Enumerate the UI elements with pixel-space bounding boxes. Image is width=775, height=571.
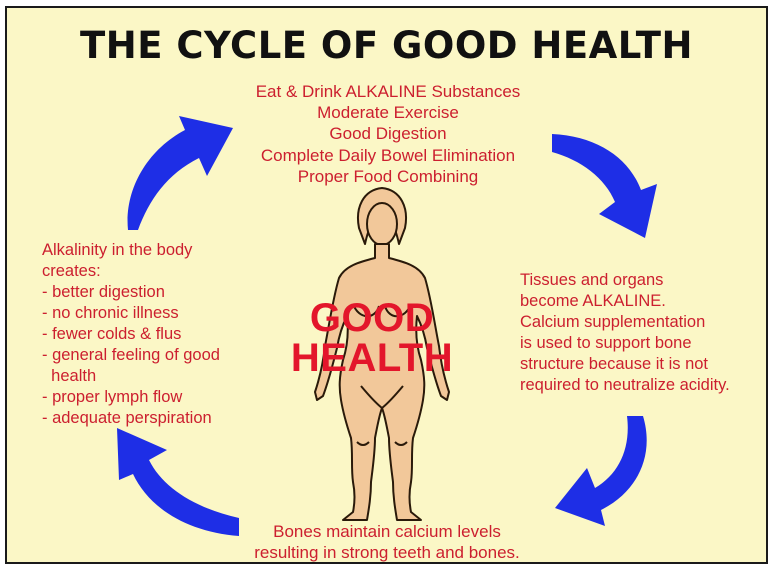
center-label-good: GOOD <box>262 298 482 338</box>
bottom-bones-text: Bones maintain calcium levels resulting … <box>197 522 577 563</box>
habit-item: Proper Food Combining <box>188 166 588 187</box>
top-healthy-habits: Eat & Drink ALKALINE Substances Moderate… <box>188 81 588 187</box>
cycle-arrow-icon-bottom-left <box>117 428 239 536</box>
tissues-line: structure because it is not <box>520 354 768 375</box>
benefits-line: - general feeling of good <box>42 345 272 366</box>
tissues-line: Calcium supplementation <box>520 312 768 333</box>
right-tissues-text: Tissues and organs become ALKALINE. Calc… <box>520 270 768 396</box>
benefits-line: health <box>42 366 272 387</box>
tissues-line: Tissues and organs <box>520 270 768 291</box>
page-title: THE CYCLE OF GOOD HEALTH <box>7 24 766 67</box>
habit-item: Good Digestion <box>188 123 588 144</box>
benefits-line: - proper lymph flow <box>42 387 272 408</box>
poster: THE CYCLE OF GOOD HEALTH Eat & Drink ALK… <box>5 6 768 564</box>
cycle-arrow-icon-bottom-right <box>555 416 647 526</box>
tissues-line: is used to support bone <box>520 333 768 354</box>
figure-body <box>315 244 449 520</box>
benefits-line: - better digestion <box>42 282 272 303</box>
figure-head <box>367 203 397 245</box>
center-label-health: HEALTH <box>262 338 482 378</box>
left-benefits-text: Alkalinity in the body creates: - better… <box>42 240 272 429</box>
bones-line: Bones maintain calcium levels <box>197 522 577 543</box>
benefits-line: creates: <box>42 261 272 282</box>
benefits-line: Alkalinity in the body <box>42 240 272 261</box>
bones-line: resulting in strong teeth and bones. <box>197 543 577 564</box>
benefits-line: - no chronic illness <box>42 303 272 324</box>
habit-item: Moderate Exercise <box>188 102 588 123</box>
tissues-line: required to neutralize acidity. <box>520 375 768 396</box>
habit-item: Complete Daily Bowel Elimination <box>188 145 588 166</box>
benefits-line: - fewer colds & flus <box>42 324 272 345</box>
habit-item: Eat & Drink ALKALINE Substances <box>188 81 588 102</box>
tissues-line: become ALKALINE. <box>520 291 768 312</box>
benefits-line: - adequate perspiration <box>42 408 272 429</box>
